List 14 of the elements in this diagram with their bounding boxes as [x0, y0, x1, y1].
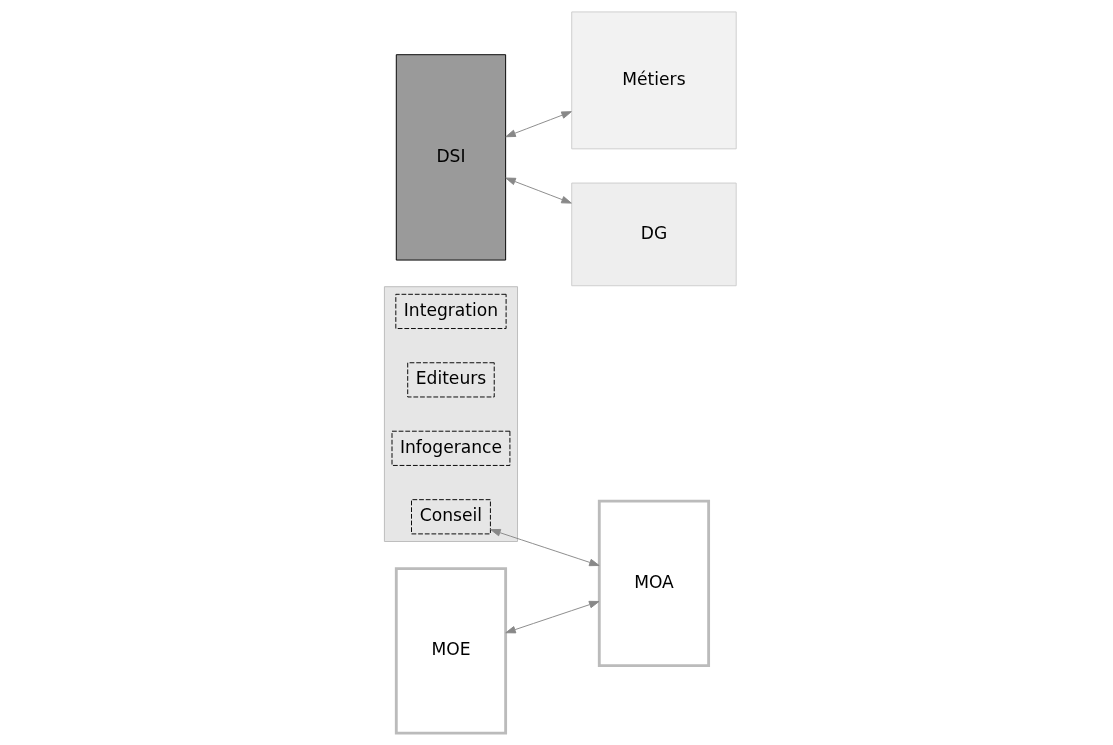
- node-box: MOE: [394, 567, 508, 735]
- arrow: [490, 528, 600, 567]
- arrow: [505, 600, 600, 634]
- node-box: Métiers: [571, 11, 737, 150]
- node-box: DSI: [395, 54, 507, 261]
- cluster: [383, 286, 518, 542]
- node-box: Infogerance: [391, 430, 511, 466]
- node-box: MOA: [597, 499, 711, 667]
- node-box: Conseil: [411, 499, 491, 535]
- arrow: [505, 111, 572, 138]
- node-box: Integration: [395, 293, 507, 329]
- node-box: DG: [571, 182, 737, 287]
- arrow: [505, 177, 572, 204]
- node-box: Editeurs: [407, 362, 495, 398]
